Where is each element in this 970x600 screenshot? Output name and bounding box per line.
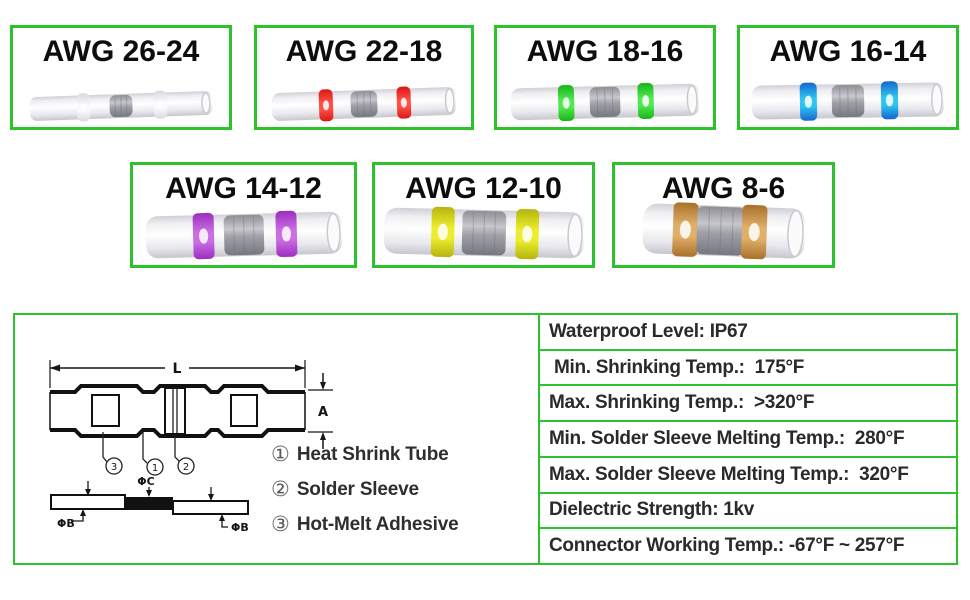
legend-item-heat-shrink-tube: ① Heat Shrink Tube (271, 442, 449, 466)
awg-card-8-6: AWG 8-6 (612, 162, 835, 268)
legend-item-hot-melt-adhesive: ③ Hot-Melt Adhesive (271, 512, 459, 536)
circled-2-icon: ② (271, 477, 290, 501)
awg-card-22-18: AWG 22-18 (254, 25, 474, 130)
spec-panel: L (13, 313, 958, 566)
connector-svg (383, 206, 584, 260)
callout-leaders (102, 432, 195, 476)
connector-image (13, 87, 229, 125)
awg-size-label: AWG 22-18 (285, 35, 443, 68)
connector-image (257, 83, 471, 125)
awg-card-18-16: AWG 18-16 (494, 25, 716, 130)
awg-card-14-12: AWG 14-12 (130, 162, 357, 268)
legend-item-solder-sleeve: ② Solder Sleeve (271, 477, 419, 501)
awg-card-16-14: AWG 16-14 (737, 25, 959, 130)
awg-size-label: AWG 18-16 (526, 35, 684, 68)
circled-3-icon: ③ (271, 512, 290, 536)
spec-table: Waterproof Level: IP67 Min. Shrinking Te… (538, 313, 958, 566)
connector-svg (510, 82, 700, 122)
connector-line-drawing: L (49, 360, 333, 534)
awg-card-12-10: AWG 12-10 (372, 162, 595, 268)
technical-diagram: L (15, 315, 542, 563)
dim-wire-dia-right-label: ΦB (231, 521, 249, 534)
connector-svg (751, 81, 945, 121)
dimension-A (308, 373, 333, 449)
connector-image (375, 203, 592, 263)
spec-row-min-shrink-temp: Min. Shrinking Temp.: 175°F (538, 348, 958, 387)
awg-size-label: AWG 8-6 (661, 172, 786, 205)
awg-card-26-24: AWG 26-24 (10, 25, 232, 130)
callout-1: 1 (152, 463, 158, 474)
connector-image (740, 77, 956, 125)
connector-image (497, 79, 713, 125)
awg-size-label: AWG 14-12 (165, 172, 322, 205)
connector-image (133, 207, 354, 263)
dim-solder-dia-label: ΦC (137, 475, 154, 488)
connector-svg (29, 90, 213, 122)
circled-1-icon: ① (271, 442, 290, 466)
spec-row-max-shrink-temp: Max. Shrinking Temp.: >320°F (538, 384, 958, 423)
connector-image (615, 199, 832, 263)
dim-wire-dia-left-label: ΦB (57, 517, 75, 530)
spec-row-min-melt-temp: Min. Solder Sleeve Melting Temp.: 280°F (538, 420, 958, 458)
spec-row-dielectric: Dielectric Strength: 1kv (538, 491, 958, 530)
callout-2: 2 (183, 462, 189, 473)
callout-3: 3 (111, 462, 117, 473)
wire-splice-drawing (50, 481, 249, 528)
dim-length-label: L (173, 361, 182, 377)
awg-size-label: AWG 26-24 (42, 35, 200, 68)
diagram-legend: ① Heat Shrink Tube ② Solder Sleeve ③ Hot… (271, 437, 459, 542)
connector-svg (271, 86, 457, 122)
connector-svg (642, 202, 805, 260)
dim-height-label: A (318, 405, 328, 420)
dimension-L (49, 360, 306, 388)
tube-outline (49, 384, 306, 438)
awg-size-label: AWG 12-10 (405, 172, 562, 205)
spec-row-waterproof: Waterproof Level: IP67 (538, 313, 958, 351)
spec-row-working-temp: Connector Working Temp.: -67°F ~ 257°F (538, 527, 958, 566)
connector-svg (145, 210, 342, 260)
awg-size-label: AWG 16-14 (769, 35, 927, 68)
spec-row-max-melt-temp: Max. Solder Sleeve Melting Temp.: 320°F (538, 455, 958, 494)
